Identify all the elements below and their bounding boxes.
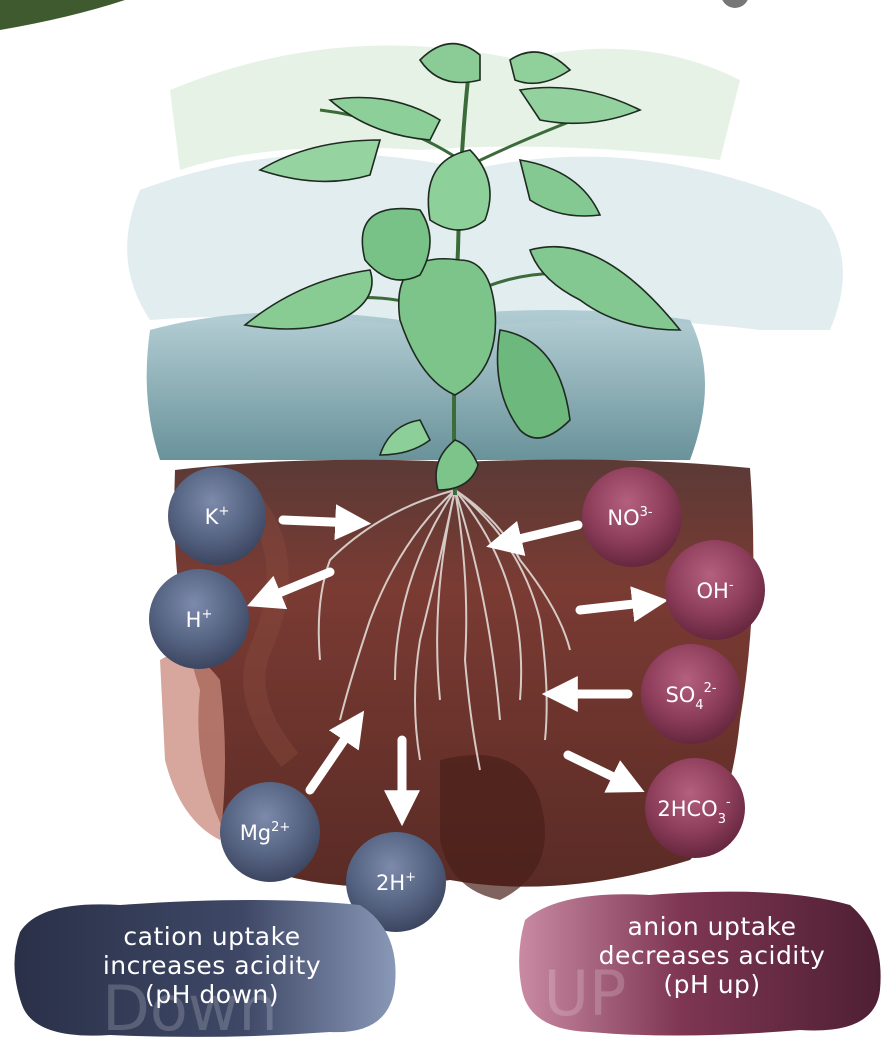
- anion-banner-line-1: anion uptake: [627, 912, 796, 941]
- anion-banner-line-2: decreases acidity: [599, 941, 826, 970]
- corner-circle-decoration: [721, 0, 749, 8]
- anion-banner-line-3: (pH up): [663, 970, 760, 999]
- ion-2h-charge: +: [405, 870, 416, 885]
- cation-banner-line-1: cation uptake: [123, 922, 300, 951]
- corner-decoration: [0, 0, 125, 30]
- arrow-k-in: [283, 520, 355, 523]
- ion-no3-charge: 3-: [640, 505, 653, 520]
- ion-hco3-subscript: 3: [718, 812, 726, 827]
- ion-oh-charge: -: [729, 578, 734, 593]
- cation-banner: Down cation uptake increases acidity (pH…: [14, 900, 395, 1045]
- ion-so4-symbol: SO: [665, 683, 695, 707]
- ion-2h-symbol: 2H: [376, 871, 405, 895]
- ion-hco3: 2HCO3-: [645, 758, 745, 858]
- ion-k-symbol: K: [205, 505, 220, 529]
- ion-mg: Mg2+: [220, 782, 320, 882]
- ion-mg-symbol: Mg: [240, 821, 271, 845]
- cation-banner-line-2: increases acidity: [103, 951, 321, 980]
- ion-h-charge: +: [201, 607, 212, 622]
- ion-h-symbol: H: [186, 608, 202, 632]
- watercolor-background: [127, 45, 843, 460]
- anion-banner: UP anion uptake decreases acidity (pH up…: [519, 892, 881, 1036]
- ion-hco3-symbol: 2HCO: [657, 797, 717, 821]
- ion-mg-charge: 2+: [271, 820, 290, 835]
- ion-k: K+: [168, 467, 266, 565]
- ion-no3-symbol: NO: [607, 506, 639, 530]
- ion-so4-subscript: 4: [695, 698, 703, 713]
- svg-text:OH-: OH-: [696, 578, 733, 603]
- ion-k-charge: +: [218, 504, 229, 519]
- ion-oh: OH-: [665, 540, 765, 640]
- ion-so4-charge: 2-: [704, 681, 717, 696]
- ion-oh-symbol: OH: [696, 579, 728, 603]
- ion-no3: NO3-: [582, 467, 682, 567]
- cation-banner-line-3: (pH down): [145, 980, 279, 1009]
- ion-hco3-charge: -: [726, 795, 731, 810]
- ion-h: H+: [149, 569, 249, 669]
- ion-so4: SO42-: [641, 644, 741, 744]
